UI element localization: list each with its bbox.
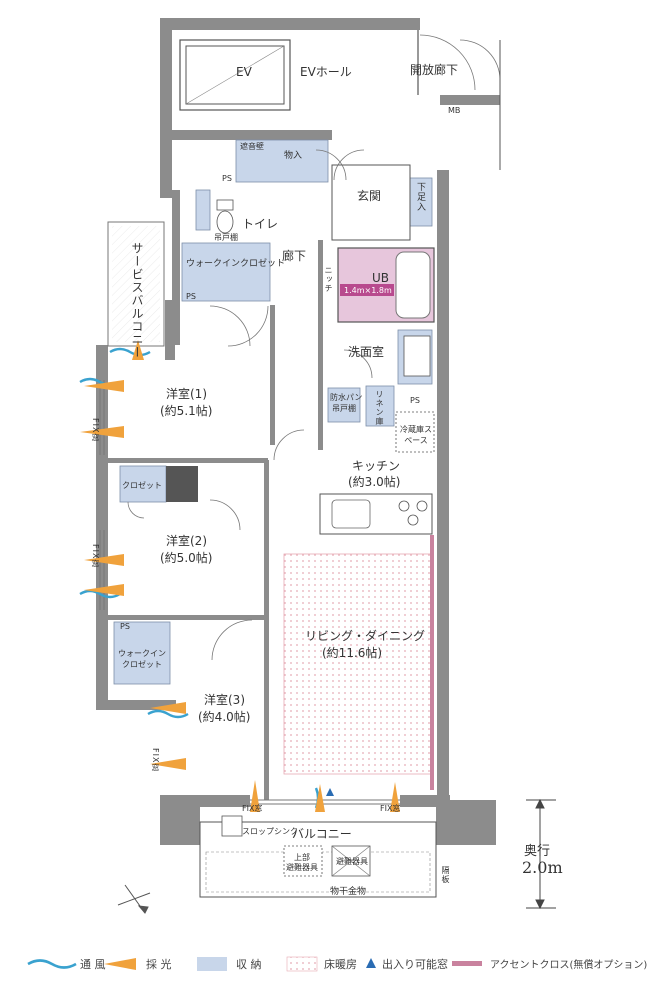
waterproof-pan-label: 防水パン xyxy=(330,393,363,402)
ev-hall-label: EVホール xyxy=(300,65,352,79)
room1-size: (約5.1帖) xyxy=(160,404,213,418)
walkin-closet-2a: ウォークイン xyxy=(118,649,166,658)
evac-upper-2: 避難器具 xyxy=(286,863,318,872)
legend-ventilation: 通 風 xyxy=(80,958,106,971)
daylight-marks xyxy=(80,340,400,812)
balcony-label: バルコニー xyxy=(292,827,352,841)
ub-label: UB xyxy=(372,271,390,285)
fix-window-4: FIX窓 xyxy=(242,804,263,813)
ps-wash-label: PS xyxy=(410,396,420,405)
legend-access-window: 出入り可能窓 xyxy=(382,958,448,971)
ps-wic2-label: PS xyxy=(120,622,130,631)
fix-window-3: FIX窓 xyxy=(151,748,160,773)
room2-name: 洋室(2) xyxy=(166,534,207,548)
mb-label: MB xyxy=(448,106,461,115)
shoe-box-label: 下足入 xyxy=(415,182,425,212)
room3-size: (約4.0帖) xyxy=(198,710,251,724)
evac-upper-1: 上部 xyxy=(294,853,310,862)
legend-storage: 収 納 xyxy=(236,958,262,971)
room2-size: (約5.0帖) xyxy=(160,551,213,565)
niche-label: ニッチ xyxy=(324,266,333,293)
washroom-label: 洗面室 xyxy=(348,345,385,359)
ev-label: EV xyxy=(236,65,252,79)
open-corridor-label: 開放廊下 xyxy=(410,63,459,77)
toilet-label: トイレ xyxy=(242,217,279,231)
legend-daylight: 採 光 xyxy=(146,958,172,971)
walkin-closet-2b: クロゼット xyxy=(122,660,162,669)
depth-label: 奥行 xyxy=(524,844,551,859)
soundproof-wall-label: 遮音壁 xyxy=(240,142,264,151)
drying-label: 物干金物 xyxy=(330,887,367,897)
walkin-closet-1-label: ウォークインクロゼット xyxy=(186,259,286,269)
room3-name: 洋室(3) xyxy=(204,693,245,707)
fix-window-2: FIX窓 xyxy=(91,544,100,569)
kitchen-size: (約3.0帖) xyxy=(348,475,401,489)
legend-swatches xyxy=(27,956,482,972)
depth-value: 2.0m xyxy=(522,858,563,877)
service-balcony-label: サービスバルコニー xyxy=(130,242,144,359)
kitchen-name: キッチン xyxy=(352,459,401,473)
hanging-shelf-2-label: 吊戸棚 xyxy=(332,404,356,413)
room1-name: 洋室(1) xyxy=(166,387,207,401)
living-size: (約11.6帖) xyxy=(322,646,383,660)
fix-window-1: FIX窓 xyxy=(91,418,100,443)
fridge-space-label: 冷蔵庫スペース xyxy=(400,425,432,445)
ps-wic-label: PS xyxy=(186,292,196,301)
ps-top-label: PS xyxy=(222,174,232,183)
hanging-shelf-label: 吊戸棚 xyxy=(214,233,238,242)
closet-label: クロゼット xyxy=(122,481,162,490)
linen-label: リネン庫 xyxy=(375,390,384,426)
evac-label: 避難器具 xyxy=(336,857,368,866)
legend-accent-cloth: アクセントクロス(無償オプション) xyxy=(490,960,648,971)
ub-size-badge: 1.4m×1.8m xyxy=(344,286,392,295)
corridor-label: 廊下 xyxy=(282,249,307,263)
slop-sink-label: スロップシンク xyxy=(242,827,298,836)
partition-label: 隔板 xyxy=(441,866,450,884)
living-name: リビング・ダイニング xyxy=(305,629,426,643)
legend-floor-heating: 床暖房 xyxy=(324,958,357,971)
storage-label: 物入 xyxy=(284,151,303,161)
fix-window-5: FIX窓 xyxy=(380,804,401,813)
ventilation-marks xyxy=(79,347,320,809)
genkan-label: 玄関 xyxy=(357,189,382,203)
